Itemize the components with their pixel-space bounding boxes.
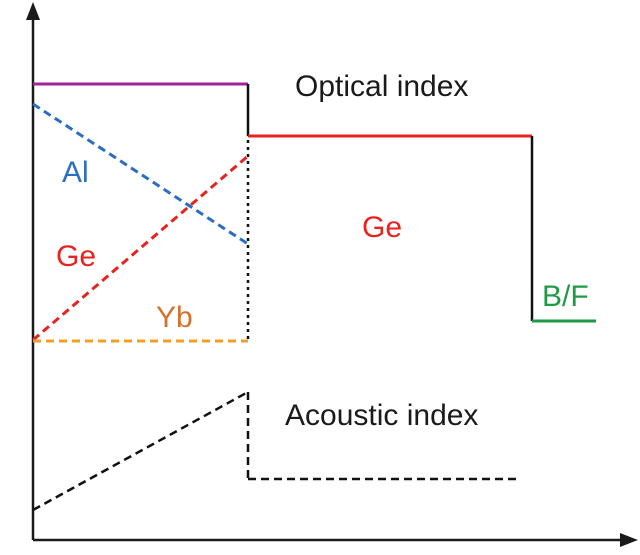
al-contribution-line (32, 102, 249, 246)
x-axis-arrowhead (620, 533, 638, 547)
al-label: Al (62, 156, 89, 189)
ge-cladding-label: Ge (362, 211, 402, 244)
acoustic-index-label: Acoustic index (285, 399, 478, 432)
acoustic-index-profile (32, 390, 520, 512)
yb-label: Yb (156, 301, 193, 334)
acoustic-core-ramp (32, 390, 249, 512)
labels: Optical index Acoustic index Al Ge Ge Yb… (56, 70, 589, 432)
ge-contribution-line (32, 154, 249, 342)
y-axis-arrowhead (26, 2, 40, 20)
ge-core-label: Ge (56, 240, 96, 273)
optical-index-label: Optical index (295, 70, 468, 103)
optical-index-profile (32, 82, 596, 343)
bf-label: B/F (542, 280, 589, 313)
